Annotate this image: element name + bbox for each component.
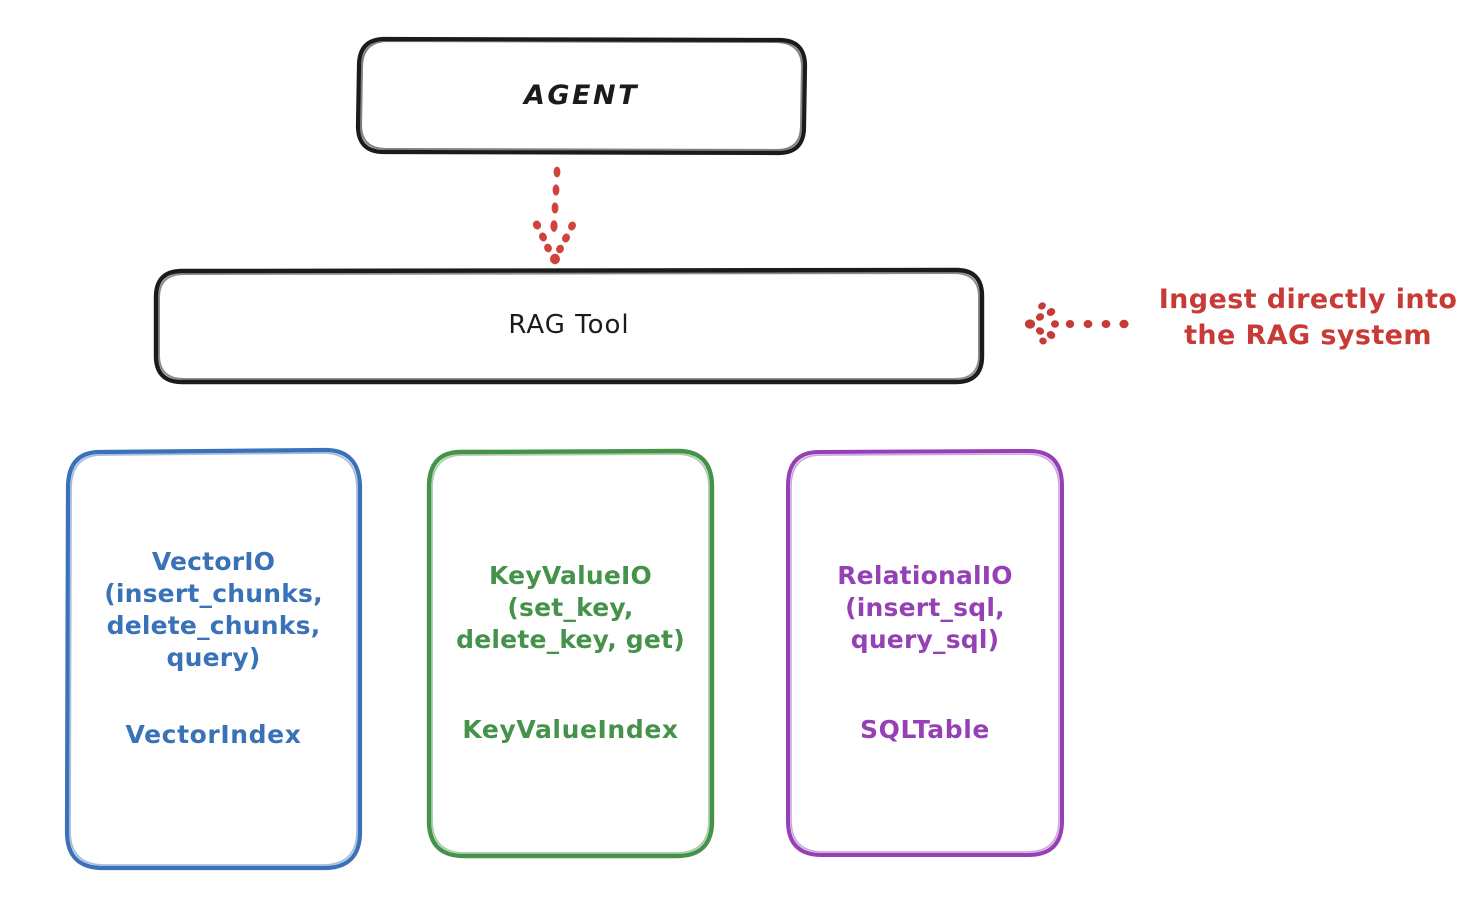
vector-io-label: VectorIO (insert_chunks, delete_chunks, … [104, 547, 323, 672]
relational-io-label: RelationalIO (insert_sql, query_sql) [837, 560, 1013, 654]
rag-tool-label: RAG Tool [508, 310, 630, 341]
ingest-arrow [1024, 302, 1129, 345]
ingest-annotation-label: Ingest directly into the RAG system [1158, 284, 1458, 352]
agent-label: AGENT [523, 79, 639, 111]
agent-to-rag-arrow [532, 166, 576, 265]
keyvalue-io-label: KeyValueIO (set_key, delete_key, get) [456, 560, 685, 654]
vector-index-label: VectorIndex [125, 720, 302, 749]
relational-index-label: SQLTable [860, 715, 990, 744]
keyvalue-index-label: KeyValueIndex [462, 715, 679, 744]
